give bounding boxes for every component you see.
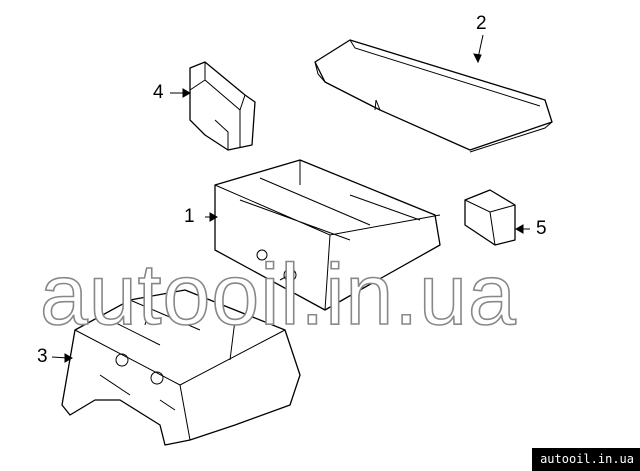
- callout-5: 5: [536, 218, 547, 239]
- part-2-cover[interactable]: [314, 39, 553, 153]
- part-4-block[interactable]: [189, 61, 256, 151]
- callout-3: 3: [37, 346, 48, 367]
- callout-1: 1: [184, 206, 195, 227]
- watermark: autooil.in.ua: [39, 247, 517, 343]
- leader-lines: [51, 34, 530, 363]
- part-5-relay[interactable]: [464, 189, 516, 246]
- part-1-fuse-box[interactable]: [214, 159, 441, 311]
- callout-2: 2: [476, 13, 487, 34]
- part-3-tray[interactable]: [61, 289, 301, 446]
- callout-4: 4: [153, 82, 164, 103]
- footer-site-label: autooil.in.ua: [532, 448, 640, 471]
